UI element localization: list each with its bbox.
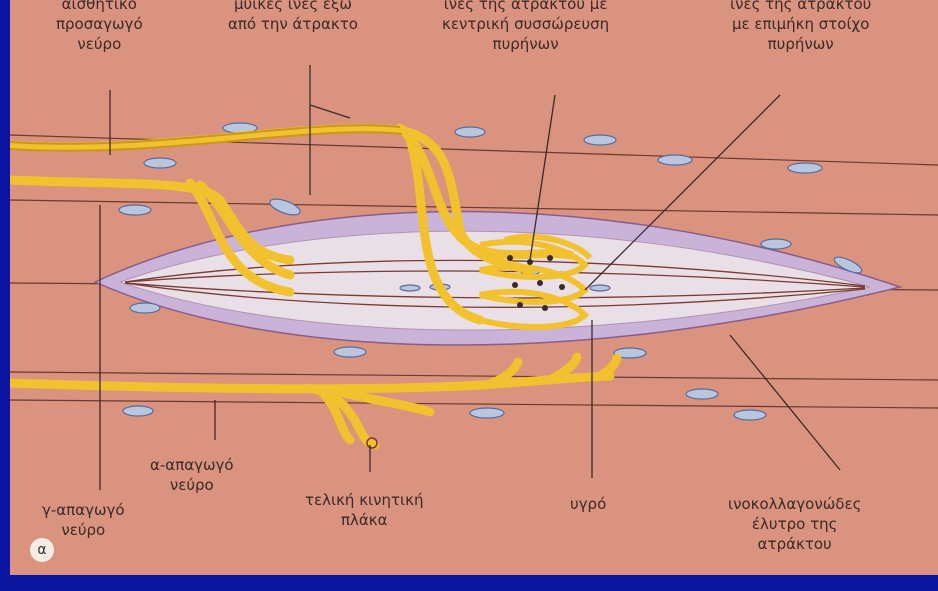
label-alpha-efferent-nerve: α-απαγωγό νεύρο — [150, 455, 234, 495]
label-sensory-afferent-nerve: αισθητικό προσαγωγό νεύρο — [56, 0, 143, 54]
label-nuclear-chain-fibers: ίνες της ατράκτου με επιμήκη στοίχο πυρή… — [730, 0, 871, 54]
panel-letter-badge: α — [30, 538, 54, 562]
label-nuclear-bag-fibers: ίνες της ατράκτου με κεντρική συσσώρευση… — [442, 0, 609, 54]
label-spindle-capsule: ινοκολλαγονώδες έλυτρο της ατράκτου — [728, 494, 861, 554]
muscle-spindle-diagram: αισθητικό προσαγωγό νεύρο μϋικές ίνες έξ… — [10, 0, 938, 575]
label-gamma-efferent-nerve: γ-απαγωγό νεύρο — [42, 500, 125, 540]
label-fluid: υγρό — [570, 494, 606, 514]
label-extrafusal-fibers: μϋικές ίνες έξω από την άτρακτο — [228, 0, 358, 34]
label-motor-endplate: τελική κινητική πλάκα — [305, 490, 423, 530]
